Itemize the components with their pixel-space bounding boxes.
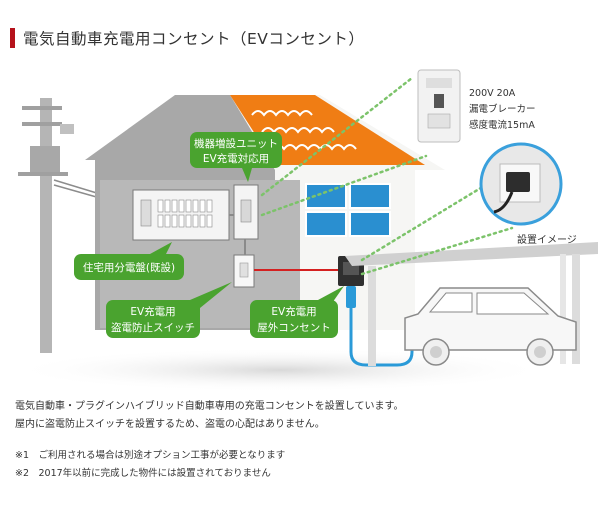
callout-switch-line-1: EV充電用 <box>130 305 175 318</box>
page-title: 電気自動車充電用コンセント（EVコンセント） <box>23 30 365 48</box>
ev-outlet-diagram: 200V 20A 漏電ブレーカー 感度電流15mA 設置イメージ 機器増設ユニッ… <box>10 69 598 390</box>
breaker-spec-line-3: 感度電流15mA <box>469 119 535 131</box>
house-windows <box>305 183 391 237</box>
distribution-panel <box>132 189 230 241</box>
callout-addon-unit-line-1: 機器増設ユニット <box>194 137 278 150</box>
description-line-2: 屋内に盗電防止スイッチを設置するため、盗電の心配はありません。 <box>15 419 325 430</box>
callout-panel-label: 住宅用分電盤(既設) <box>83 261 175 274</box>
breaker-spec-line-1: 200V 20A <box>469 88 516 99</box>
addon-unit <box>233 184 259 240</box>
callout-addon-unit: 機器増設ユニット EV充電対応用 <box>190 132 282 182</box>
install-image-circle <box>479 142 563 226</box>
callout-distribution-panel: 住宅用分電盤(既設) <box>74 242 184 280</box>
install-image-label: 設置イメージ <box>517 233 577 246</box>
title-accent-bar <box>10 28 15 48</box>
blue-charging-cable <box>349 308 414 367</box>
callout-switch-line-2: 盗電防止スイッチ <box>111 321 195 334</box>
callout-dotted-lines <box>260 76 514 276</box>
ground-shadow <box>10 348 550 390</box>
utility-pole <box>18 98 101 353</box>
callout-outlet-line-2: 屋外コンセント <box>257 322 331 334</box>
description-line-1: 電気自動車・プラグインハイブリッド自動車専用の充電コンセントを設置しています。 <box>15 401 404 412</box>
breaker-image <box>417 69 461 143</box>
car <box>404 287 577 366</box>
note-2: ※2 2017年以前に完成した物件には設置されておりません <box>15 468 271 479</box>
callout-outdoor-outlet: EV充電用 屋外コンセント <box>250 286 344 338</box>
callout-outlet-line-1: EV充電用 <box>271 305 316 318</box>
note-1: ※1 ご利用される場合は別途オプション工事が必要となります <box>15 450 286 461</box>
breaker-spec-line-2: 漏電ブレーカー <box>469 103 536 115</box>
callout-anti-theft-switch: EV充電用 盗電防止スイッチ <box>106 282 232 338</box>
anti-theft-switch <box>233 254 255 288</box>
callout-addon-unit-line-2: EV充電対応用 <box>203 152 269 165</box>
